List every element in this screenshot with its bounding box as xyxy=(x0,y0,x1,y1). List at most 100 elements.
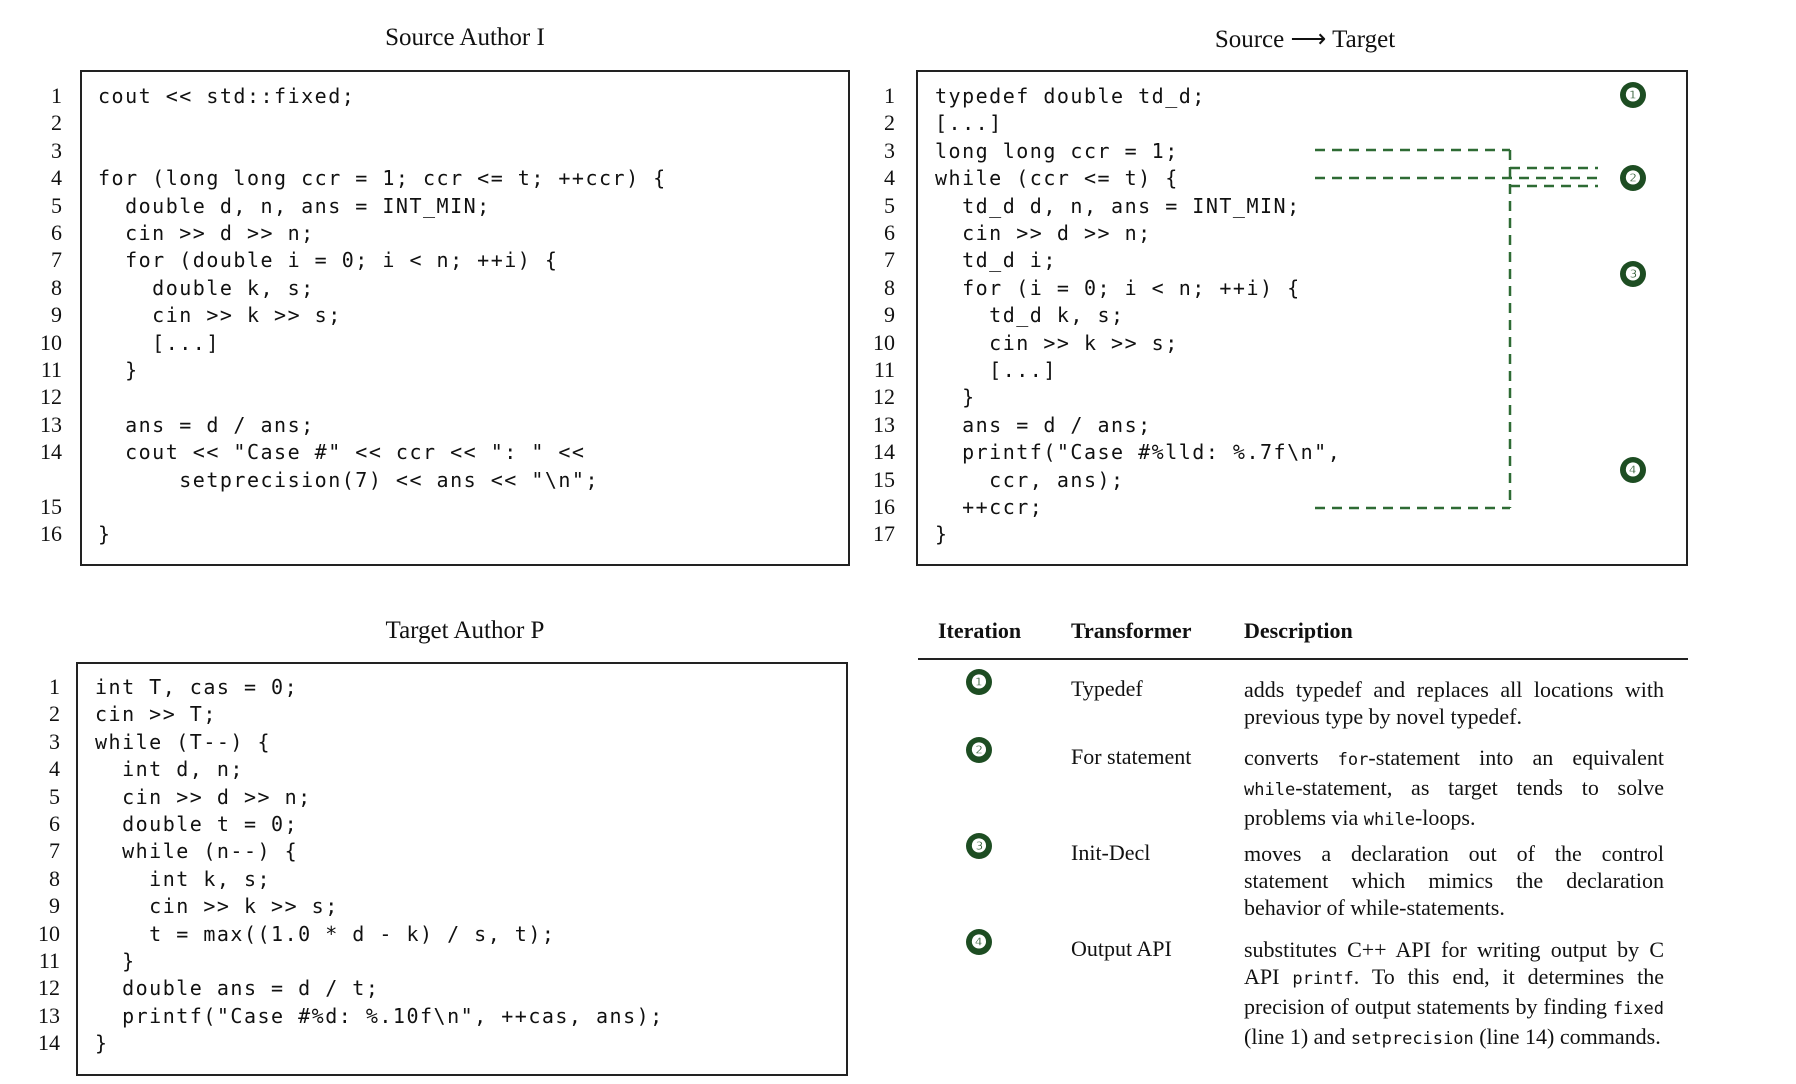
code-line: ccr, ans); xyxy=(935,467,1125,492)
code-line: cin >> d >> n; xyxy=(935,221,1152,245)
code-line: typedef double td_d; xyxy=(935,84,1206,108)
code-line: ans = d / ans; xyxy=(935,412,1152,437)
line-number: 1 xyxy=(51,83,62,108)
inline-code: setprecision xyxy=(1350,1029,1474,1049)
code-line: cin >> d >> n; xyxy=(95,784,312,809)
transformed-code-box xyxy=(916,70,1688,566)
code-line: printf("Case #%d: %.10f\n", ++cas, ans); xyxy=(95,1003,664,1028)
line-number: 6 xyxy=(51,220,62,245)
code-line: cin >> d >> n; xyxy=(98,221,315,245)
line-number: 4 xyxy=(884,165,895,191)
line-number: 16 xyxy=(40,521,62,547)
inline-code: fixed xyxy=(1612,999,1664,1019)
line-number: 2 xyxy=(884,110,895,136)
transformed-panel-title: Source ⟶ Target xyxy=(1214,26,1396,53)
badge-1-icon: ❶ xyxy=(1620,82,1646,108)
line-number: 10 xyxy=(873,329,895,355)
line-number: 13 xyxy=(873,411,895,437)
line-number: 6 xyxy=(49,811,60,836)
transformer-description: moves a declaration out of the control s… xyxy=(1244,841,1664,920)
source-code-box xyxy=(80,70,850,566)
line-number: 5 xyxy=(51,192,62,218)
code-line: [...] xyxy=(98,330,220,355)
code-line: cin >> k >> s; xyxy=(935,330,1179,355)
line-number: 14 xyxy=(40,439,62,465)
code-line: } xyxy=(98,522,112,547)
code-line: td_d i; xyxy=(935,248,1057,273)
line-number: 10 xyxy=(38,920,60,946)
badge-3-icon: ❸ xyxy=(1620,261,1646,287)
line-number: 15 xyxy=(873,466,895,492)
line-number: 13 xyxy=(40,411,62,437)
line-number: 7 xyxy=(51,247,62,273)
line-number: 16 xyxy=(873,494,895,519)
iteration-badge-icon: ❸ xyxy=(966,833,992,859)
line-number: 7 xyxy=(49,838,60,864)
line-number: 15 xyxy=(40,494,62,519)
line-number: 10 xyxy=(40,329,62,355)
code-line: [...] xyxy=(935,358,1057,382)
description-text: -loops. xyxy=(1414,805,1476,830)
code-line: cin >> T; xyxy=(95,702,217,727)
code-line: int k, s; xyxy=(95,866,272,891)
line-number: 6 xyxy=(884,220,895,245)
code-line: for (double i = 0; i < n; ++i) { xyxy=(98,248,559,273)
source-panel-title: Source Author I xyxy=(385,24,545,51)
inline-code: printf xyxy=(1292,969,1354,989)
transformer-description: converts for-statement into an equivalen… xyxy=(1244,744,1664,834)
transformer-name: Init-Decl xyxy=(1071,840,1151,865)
code-line: td_d d, n, ans = INT_MIN; xyxy=(935,193,1301,218)
code-line: while (n--) { xyxy=(95,839,299,864)
code-line: } xyxy=(935,385,976,410)
line-number: 12 xyxy=(873,384,895,410)
target-code-box xyxy=(76,662,848,1076)
description-text: -statement into an equivalent xyxy=(1368,745,1664,770)
code-line: } xyxy=(95,1031,109,1056)
inline-code: while xyxy=(1363,810,1415,830)
code-line: int d, n; xyxy=(95,757,244,782)
iteration-badge-icon: ❹ xyxy=(966,929,992,955)
code-line: } xyxy=(98,358,139,382)
line-number: 5 xyxy=(884,192,895,218)
code-line: printf("Case #%lld: %.7f\n", xyxy=(935,440,1342,465)
code-line: setprecision(7) << ans << "\n"; xyxy=(98,467,600,492)
code-line: } xyxy=(935,522,949,547)
code-line: while (ccr <= t) { xyxy=(935,166,1179,191)
code-line: ++ccr; xyxy=(935,495,1044,519)
description-text: substitutes C++ API for writing output b… xyxy=(1244,937,1664,989)
description-text: -statement, as target tends to solve pro… xyxy=(1244,775,1664,830)
code-line: td_d k, s; xyxy=(935,303,1125,328)
code-line: for (i = 0; i < n; ++i) { xyxy=(935,275,1301,300)
line-number: 5 xyxy=(49,783,60,809)
table-header-rule xyxy=(918,658,1688,660)
table-header-transformer: Transformer xyxy=(1071,618,1192,643)
line-number: 8 xyxy=(49,865,60,891)
line-number: 9 xyxy=(884,302,895,328)
code-line: double k, s; xyxy=(98,275,315,300)
description-text: (line 14) commands. xyxy=(1473,1024,1661,1049)
line-number: 13 xyxy=(38,1002,60,1028)
line-number: 14 xyxy=(873,439,895,465)
code-line: cin >> k >> s; xyxy=(95,894,339,919)
description-text: . To this end, it determines the precisi… xyxy=(1244,964,1664,1019)
line-number: 4 xyxy=(51,165,62,191)
transformer-description: adds typedef and replaces all locations … xyxy=(1244,677,1664,729)
line-number: 12 xyxy=(40,384,62,410)
code-line: double d, n, ans = INT_MIN; xyxy=(98,193,491,218)
code-line: while (T--) { xyxy=(95,729,272,754)
code-line: double t = 0; xyxy=(95,812,299,836)
transformer-description: substitutes C++ API for writing output b… xyxy=(1244,936,1664,1053)
iteration-badge-icon: ❷ xyxy=(966,737,992,763)
line-number: 3 xyxy=(49,728,60,754)
badge-4-icon: ❹ xyxy=(1620,457,1646,483)
transformer-name: Typedef xyxy=(1071,676,1143,701)
code-line: for (long long ccr = 1; ccr <= t; ++ccr)… xyxy=(98,166,667,191)
inline-code: for xyxy=(1337,750,1369,770)
badge-2-icon: ❷ xyxy=(1620,165,1646,191)
inline-code: while xyxy=(1244,780,1296,800)
line-number: 8 xyxy=(884,274,895,300)
line-number: 2 xyxy=(51,110,62,136)
transformer-name: Output API xyxy=(1071,936,1172,961)
line-number: 2 xyxy=(49,701,60,727)
line-number: 11 xyxy=(40,357,62,382)
